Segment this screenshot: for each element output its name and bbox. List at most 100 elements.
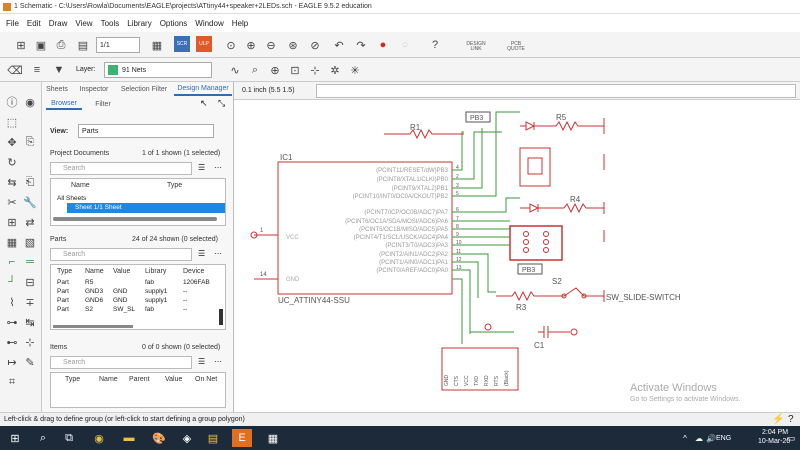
replace-icon[interactable]: ⇄ [25, 216, 35, 229]
speaker-module[interactable] [519, 147, 551, 187]
lightning-icon[interactable]: ⚡ [772, 414, 785, 425]
items-more-icon[interactable]: ⋯ [214, 357, 222, 366]
chrome-icon[interactable]: ◉ [94, 432, 104, 445]
app-icon[interactable]: ◈ [182, 432, 192, 445]
settings-icon[interactable]: ⤡ [218, 98, 226, 108]
zoom-fit-icon[interactable]: ⊙ [226, 39, 236, 52]
menu-draw[interactable]: Draw [48, 18, 68, 28]
parts-more-icon[interactable]: ⋯ [214, 249, 222, 258]
print-icon[interactable]: ⎙ [56, 38, 66, 51]
language-indicator[interactable]: ENG [716, 435, 732, 442]
tree-parent[interactable]: All Sheets [57, 195, 87, 202]
net-icon[interactable]: ⌐ [8, 256, 16, 268]
wave-icon[interactable]: ∿ [230, 64, 240, 77]
tab-design-manager[interactable]: Design Manager [174, 82, 232, 96]
wire-icon[interactable]: ⌇ [9, 296, 15, 309]
windows-start-icon[interactable]: ⊞ [10, 432, 20, 445]
move-icon[interactable]: ✥ [7, 136, 17, 149]
frame-icon[interactable]: ⌗ [8, 375, 16, 388]
notifications-icon[interactable]: ▭ [786, 432, 796, 443]
dimension-icon[interactable]: ✎ [25, 356, 35, 369]
scr-button[interactable]: SCR [174, 36, 190, 52]
items-search[interactable]: Search [50, 356, 192, 369]
fit-icon[interactable]: ⊡ [290, 64, 300, 77]
copy-icon[interactable]: ⎘ [25, 135, 35, 148]
tab-inspector[interactable]: Inspector [79, 85, 109, 93]
label-icon[interactable]: ⊟ [25, 276, 35, 289]
board-icon[interactable]: ▤ [77, 39, 89, 52]
name-icon[interactable]: ▦ [6, 236, 18, 249]
command-line-input[interactable] [316, 84, 796, 98]
task-view-icon[interactable]: ⧉ [65, 431, 73, 444]
junction-icon[interactable]: ┘ [8, 276, 16, 288]
horizontal-scrollbar[interactable] [53, 217, 217, 221]
schematic-canvas[interactable]: IC1 UC_ATTINY44-SSU VCC GND 1 14 (PCINT1… [234, 82, 800, 412]
show-icon[interactable]: ◉ [25, 96, 35, 109]
open-icon[interactable]: ⊞ [16, 39, 26, 52]
info-icon[interactable]: ⓘ [6, 97, 18, 109]
parts-scrollbar[interactable] [219, 309, 223, 325]
rotate-icon[interactable]: ↻ [7, 156, 17, 169]
parts-h-scrollbar[interactable] [53, 325, 133, 328]
filter-icon[interactable]: ▼ [53, 64, 65, 76]
resistor-r5[interactable] [534, 120, 604, 132]
polygon-icon[interactable]: ⊷ [6, 336, 18, 349]
switch-s2[interactable] [554, 287, 604, 297]
menu-tools[interactable]: Tools [100, 18, 120, 28]
vcc-terminal[interactable] [250, 231, 258, 239]
text-icon[interactable]: ∓ [25, 296, 35, 309]
stop-icon[interactable]: ● [379, 39, 387, 51]
design-link-button[interactable]: DESIGN LINK [466, 41, 486, 52]
zoom-select-icon[interactable]: ⊛ [288, 39, 298, 52]
arc-icon[interactable]: ↹ [25, 316, 35, 329]
files-icon[interactable]: ▤ [207, 432, 219, 445]
eraser-icon[interactable]: ⌫ [7, 64, 23, 77]
tree-child-selected[interactable]: Sheet 1/1 Sheet [67, 203, 225, 213]
more-icon[interactable]: ⋯ [214, 163, 222, 172]
resistor-r1[interactable] [384, 128, 464, 140]
redo-icon[interactable]: ↷ [356, 39, 366, 52]
network-icon[interactable]: ☁ [695, 433, 703, 443]
save-icon[interactable]: ▣ [35, 39, 47, 52]
zoom-out-icon[interactable]: ⊖ [266, 39, 276, 52]
parts-search[interactable]: Search [50, 248, 192, 261]
lines-icon[interactable]: ≡ [33, 64, 41, 76]
ic1-body[interactable] [277, 161, 453, 295]
zoom-in-icon[interactable]: ⊕ [246, 39, 256, 52]
menu-window[interactable]: Window [195, 18, 224, 28]
gear-icon[interactable]: ✲ [330, 64, 340, 77]
go-icon[interactable]: ○ [401, 39, 409, 51]
search-icon[interactable]: ⌕ [39, 431, 47, 444]
help-icon[interactable]: ? [431, 39, 439, 51]
attribute-icon[interactable]: ↦ [7, 356, 17, 369]
subtab-browser[interactable]: Browser [46, 98, 82, 110]
rect-icon[interactable]: ⊹ [25, 336, 35, 349]
items-list-view-icon[interactable]: ☰ [198, 357, 206, 366]
paint-icon[interactable]: 🎨 [152, 432, 166, 445]
options-icon[interactable]: ✳ [350, 64, 360, 77]
led-mid[interactable] [529, 203, 540, 213]
mirror-icon[interactable]: ⇆ [7, 176, 17, 189]
group-icon[interactable]: ⬚ [6, 116, 18, 129]
net-wires[interactable] [452, 111, 520, 344]
pcb-quote-button[interactable]: PCB QUOTE [507, 41, 525, 52]
mark-icon[interactable]: ⊹ [310, 64, 320, 77]
value-icon[interactable]: ▧ [24, 236, 36, 249]
menu-library[interactable]: Library [127, 18, 152, 28]
circle-icon[interactable]: ⊶ [6, 316, 18, 329]
volume-icon[interactable]: 🔊 [706, 433, 716, 443]
wrench-icon[interactable]: 🔧 [23, 196, 37, 209]
menu-edit[interactable]: Edit [26, 18, 41, 28]
layer-select[interactable]: 91 Nets [104, 62, 212, 78]
file-explorer-icon[interactable]: ▬ [123, 432, 135, 444]
help-status-icon[interactable]: ? [788, 414, 794, 425]
photos-icon[interactable]: ▦ [267, 432, 279, 445]
subtab-filter[interactable]: Filter [95, 100, 111, 108]
list-view-icon[interactable]: ☰ [198, 163, 206, 172]
pin-icon[interactable]: ↖ [200, 98, 208, 108]
tab-selection-filter[interactable]: Selection Filter [120, 85, 168, 93]
